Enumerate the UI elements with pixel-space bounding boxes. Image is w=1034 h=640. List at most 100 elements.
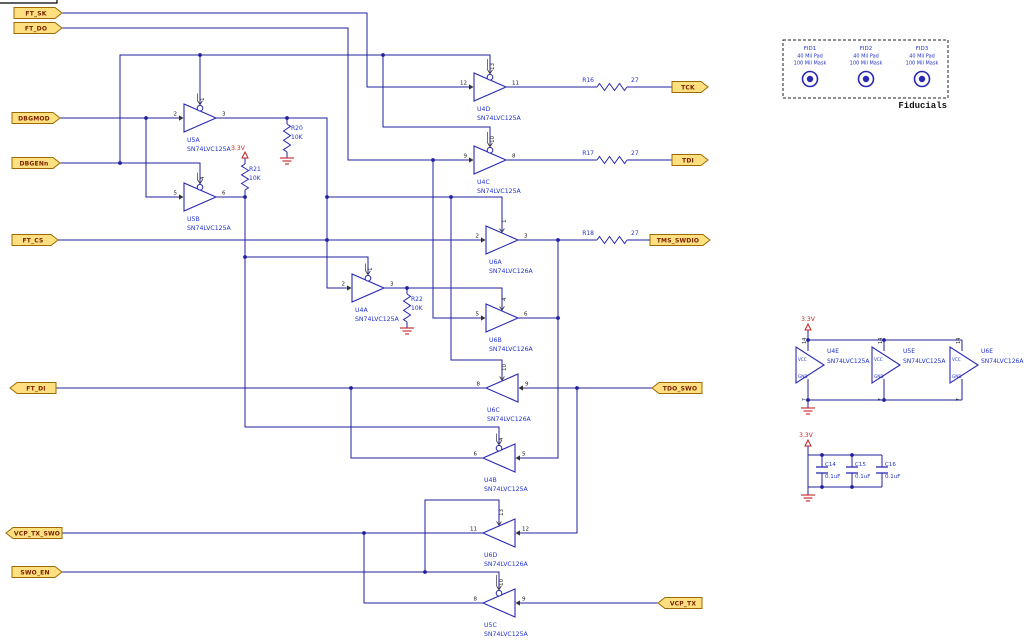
port-flag-FT_CS[interactable]: FT_CS <box>11 234 59 246</box>
component-ref: C14 <box>825 462 836 468</box>
input-pin-arrow <box>179 115 184 121</box>
component-part: SN74LVC126A <box>981 358 1024 365</box>
enable-bubble <box>196 104 204 112</box>
port-label: TDO_SWO <box>663 385 698 392</box>
enable-pin-arrow <box>487 69 493 75</box>
component-part: SN74LVC125A <box>187 146 232 153</box>
port-flag-TCK[interactable]: TCK <box>671 81 709 93</box>
ground-symbol <box>280 157 294 165</box>
component-part: SN74LVC125A <box>477 188 522 195</box>
port-flag-TMS_SWDIO[interactable]: TMS_SWDIO <box>649 234 711 246</box>
port-flag-DBGENn[interactable]: DBGENn <box>11 157 61 169</box>
input-pin-arrow <box>481 315 486 321</box>
vcc-pin-label: VCC <box>952 357 961 362</box>
port-label: FT_CS <box>22 237 43 244</box>
wire <box>432 160 481 319</box>
pin-number: 7 <box>878 398 884 401</box>
junction-dot <box>349 386 353 390</box>
fiducial-pad-label: 40 Mil Pad <box>909 54 935 60</box>
enable-bubble <box>196 183 204 191</box>
component-part: SN74LVC126A <box>487 416 532 423</box>
enable-bubble <box>486 73 494 81</box>
port-flag-FT_SK[interactable]: FT_SK <box>13 7 63 19</box>
junction-dot <box>423 570 427 574</box>
port-flag-FT_DI[interactable]: FT_DI <box>9 382 57 394</box>
wire <box>382 55 491 147</box>
power-33v-symbol <box>241 150 249 159</box>
fiducial-ref: FID2 <box>860 46 873 52</box>
port-label: VCP_TX <box>670 600 697 607</box>
port-flag-TDI[interactable]: TDI <box>671 154 709 166</box>
port-flag-VCP_TX_SWO[interactable]: VCP_TX_SWO <box>5 527 63 539</box>
gnd-pin-label: GND <box>874 374 884 379</box>
junction-dot <box>243 255 247 259</box>
fiducial-pad-center <box>918 75 926 83</box>
junction-dot <box>850 485 854 489</box>
port-flag-VCP_TX[interactable]: VCP_TX <box>657 597 703 609</box>
component-part: SN74LVC125A <box>187 225 232 232</box>
vcc-pin-label: VCC <box>798 357 807 362</box>
port-flag-DBGMOD[interactable]: DBGMOD <box>11 112 61 124</box>
fiducial-pad-center <box>862 75 870 83</box>
component-part: SN74LVC126A <box>484 561 529 568</box>
junction-dot <box>325 195 329 199</box>
port-label: DBGMOD <box>18 115 50 122</box>
port-flag-TDO_SWO[interactable]: TDO_SWO <box>651 382 703 394</box>
wire <box>62 12 469 88</box>
ground-symbol <box>400 327 414 335</box>
port-label: FT_DI <box>26 385 45 392</box>
pin-number: 5 <box>522 452 526 458</box>
enable-bubble <box>364 274 372 282</box>
enable-bubble <box>486 146 494 154</box>
power-rail-label: 3.3V <box>231 145 246 152</box>
wire <box>520 240 559 459</box>
pin-number: 6 <box>474 452 478 458</box>
input-pin-arrow <box>481 237 486 243</box>
resistor-body <box>282 123 292 153</box>
pin-number: 13 <box>499 509 505 516</box>
component-ref: U4E <box>827 348 839 355</box>
port-flag-FT_DO[interactable]: FT_DO <box>13 22 63 34</box>
component-ref: U4D <box>477 106 490 113</box>
ground-symbol <box>801 407 815 415</box>
flag-shape <box>671 81 709 93</box>
flag-shape <box>11 157 61 169</box>
pin-number: 2 <box>476 234 480 240</box>
junction-dot <box>144 116 148 120</box>
component-part: SN74LVC125A <box>827 358 870 365</box>
junction-dot <box>820 485 824 489</box>
component-ref: R21 <box>249 166 261 173</box>
power-buffer-triangle <box>871 345 902 385</box>
port-label: TMS_SWDIO <box>657 237 699 244</box>
port-flag-SWO_EN[interactable]: SWO_EN <box>11 566 63 578</box>
fiducial-pad-center <box>806 75 814 83</box>
junction-dot <box>850 453 854 457</box>
